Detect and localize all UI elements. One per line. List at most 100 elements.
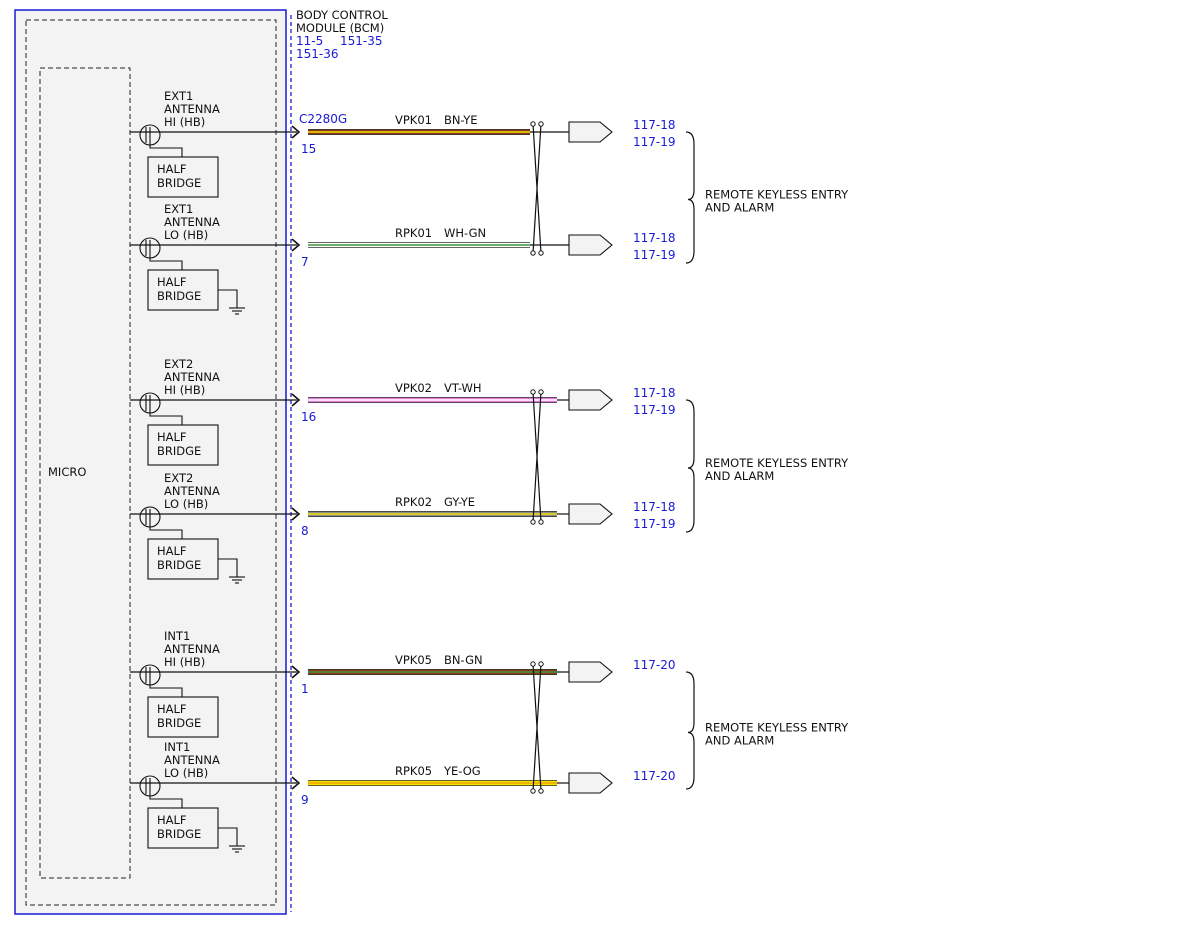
page-reference: 117-20 bbox=[633, 769, 676, 783]
twisted-pair-end bbox=[538, 121, 544, 127]
twisted-pair-end bbox=[530, 519, 536, 525]
destination-label: REMOTE KEYLESS ENTRY bbox=[705, 456, 849, 470]
wire-color-label: BN-YE bbox=[444, 113, 478, 127]
half-bridge-label: HALF bbox=[157, 544, 187, 558]
half-bridge-label: BRIDGE bbox=[157, 558, 201, 572]
page-reference: 117-19 bbox=[633, 517, 676, 531]
half-bridge-label: BRIDGE bbox=[157, 827, 201, 841]
module-title-line-1: BODY CONTROL bbox=[296, 8, 388, 22]
wire-id-label: RPK01 bbox=[395, 226, 432, 240]
brace-icon bbox=[685, 131, 695, 264]
bridge-connection bbox=[149, 525, 183, 539]
output-connector-icon bbox=[568, 661, 613, 683]
page-reference: 117-19 bbox=[633, 135, 676, 149]
connector-pin-number: 1 bbox=[301, 682, 309, 696]
antenna-label: HI (HB) bbox=[164, 655, 205, 669]
half-bridge-label: HALF bbox=[157, 702, 187, 716]
connector-pin-arrow bbox=[291, 125, 301, 139]
twisted-pair-end bbox=[538, 519, 544, 525]
twisted-pair-curve bbox=[532, 123, 542, 254]
page-reference: 117-18 bbox=[633, 231, 676, 245]
twisted-pair-curve bbox=[532, 391, 542, 523]
output-connector-icon bbox=[568, 503, 613, 525]
twisted-pair-curve bbox=[532, 663, 542, 792]
page-reference: 117-20 bbox=[633, 658, 676, 672]
half-bridge-label: HALF bbox=[157, 430, 187, 444]
half-bridge-box bbox=[147, 424, 219, 466]
micro-block bbox=[39, 67, 131, 879]
output-connector-icon bbox=[568, 234, 613, 256]
output-connector-icon bbox=[568, 121, 613, 143]
half-bridge-label: HALF bbox=[157, 162, 187, 176]
twisted-pair-end bbox=[538, 389, 544, 395]
antenna-label: HI (HB) bbox=[164, 383, 205, 397]
antenna-label: EXT2 bbox=[164, 357, 193, 371]
module-ref-3: 151-36 bbox=[296, 47, 339, 61]
wire-color-label: YE-OG bbox=[443, 764, 481, 778]
antenna-label: LO (HB) bbox=[164, 228, 208, 242]
half-bridge-box bbox=[147, 538, 219, 580]
antenna-label: LO (HB) bbox=[164, 766, 208, 780]
destination-label: AND ALARM bbox=[705, 469, 774, 483]
antenna-label: HI (HB) bbox=[164, 115, 205, 129]
module-ref-1: 11-5 bbox=[296, 34, 323, 48]
destination-label: REMOTE KEYLESS ENTRY bbox=[705, 188, 849, 202]
twisted-pair-marker bbox=[530, 389, 544, 525]
bridge-connection bbox=[149, 256, 183, 270]
antenna-label: INT1 bbox=[164, 740, 190, 754]
destination-label: AND ALARM bbox=[705, 734, 774, 748]
antenna-label: LO (HB) bbox=[164, 497, 208, 511]
page-reference: 117-18 bbox=[633, 386, 676, 400]
connector-pin-number: 8 bbox=[301, 524, 309, 538]
connector-pin-number: 16 bbox=[301, 410, 316, 424]
destination-label: AND ALARM bbox=[705, 201, 774, 215]
antenna-label: ANTENNA bbox=[164, 215, 220, 229]
wire-id-label: RPK02 bbox=[395, 495, 432, 509]
page-reference: 117-19 bbox=[633, 248, 676, 262]
antenna-label: ANTENNA bbox=[164, 642, 220, 656]
bridge-connection bbox=[149, 683, 183, 697]
connector-pin-arrow bbox=[291, 776, 301, 790]
wire-id-label: RPK05 bbox=[395, 764, 432, 778]
connector-pin-number: 9 bbox=[301, 793, 309, 807]
page-reference: 117-18 bbox=[633, 500, 676, 514]
antenna-label: ANTENNA bbox=[164, 484, 220, 498]
twisted-pair-end bbox=[538, 788, 544, 794]
output-connector-icon bbox=[568, 772, 613, 794]
antenna-label: ANTENNA bbox=[164, 753, 220, 767]
module-title-line-2: MODULE (BCM) bbox=[296, 21, 384, 35]
bcm-inner-boundary bbox=[25, 19, 277, 906]
half-bridge-label: BRIDGE bbox=[157, 176, 201, 190]
micro-label: MICRO bbox=[48, 465, 86, 479]
module-ref-2: 151-35 bbox=[340, 34, 383, 48]
destination-label: REMOTE KEYLESS ENTRY bbox=[705, 721, 849, 735]
wire-color-label: VT-WH bbox=[444, 381, 482, 395]
wire-color-label: GY-YE bbox=[444, 495, 475, 509]
half-bridge-label: HALF bbox=[157, 813, 187, 827]
page-reference: 117-19 bbox=[633, 403, 676, 417]
antenna-label: EXT1 bbox=[164, 202, 193, 216]
wire-id-label: VPK05 bbox=[395, 653, 432, 667]
antenna-label: EXT1 bbox=[164, 89, 193, 103]
wire-id-label: VPK01 bbox=[395, 113, 432, 127]
twisted-pair-end bbox=[530, 389, 536, 395]
twisted-pair-end bbox=[530, 250, 536, 256]
ground-lead bbox=[218, 827, 238, 846]
bridge-connection bbox=[149, 411, 183, 425]
connector-pin-number: 7 bbox=[301, 255, 309, 269]
half-bridge-box bbox=[147, 269, 219, 311]
wire-color-label: BN-GN bbox=[444, 653, 483, 667]
twisted-pair-end bbox=[538, 661, 544, 667]
ground-lead bbox=[218, 558, 238, 577]
output-connector-icon bbox=[568, 389, 613, 411]
